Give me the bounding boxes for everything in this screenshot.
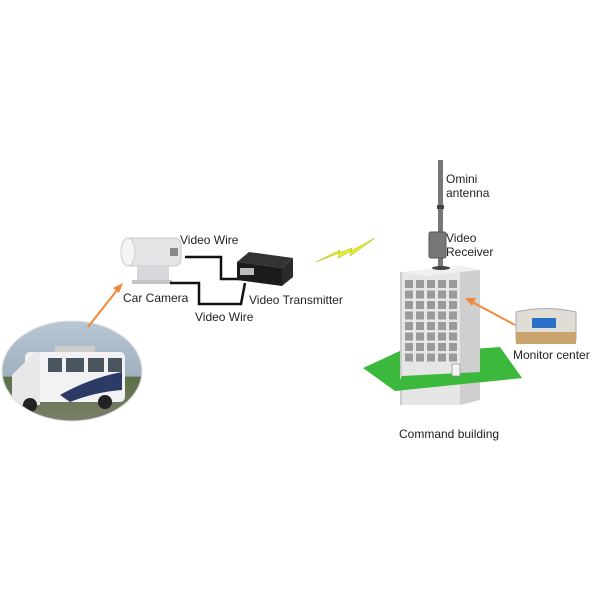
building-window xyxy=(449,343,457,351)
building-window xyxy=(416,311,424,320)
command-building-icon xyxy=(363,266,522,405)
building-window xyxy=(427,353,435,362)
building-window xyxy=(405,290,413,299)
building-window xyxy=(438,332,446,341)
label-command-building: Command building xyxy=(399,427,500,441)
building-window xyxy=(438,343,446,351)
building-window xyxy=(416,290,424,299)
building-window xyxy=(438,353,446,362)
label-omni-antenna-2: antenna xyxy=(446,186,490,200)
building-window xyxy=(427,290,435,299)
police-van-photo xyxy=(2,321,142,421)
monitor-center-icon xyxy=(515,308,577,344)
building-window xyxy=(449,332,457,341)
building-window xyxy=(449,280,457,288)
building-window xyxy=(405,332,413,341)
building-window xyxy=(416,280,424,288)
building-window xyxy=(427,301,435,309)
car-camera-icon xyxy=(120,237,182,284)
building-window xyxy=(427,280,435,288)
building-window xyxy=(427,322,435,330)
label-video-receiver-1: Video xyxy=(446,231,477,245)
building-window xyxy=(405,343,413,351)
label-car-camera: Car Camera xyxy=(123,291,189,305)
building-window xyxy=(405,322,413,330)
video-transmitter-icon xyxy=(237,252,293,286)
arrow-van-to-camera xyxy=(87,283,123,328)
building-window xyxy=(405,301,413,309)
building-window xyxy=(449,311,457,320)
building-window xyxy=(416,343,424,351)
building-window xyxy=(416,332,424,341)
omni-antenna-icon xyxy=(432,160,450,270)
building-window xyxy=(449,301,457,309)
building-window xyxy=(449,290,457,299)
label-video-wire-top: Video Wire xyxy=(180,233,239,247)
building-window xyxy=(449,322,457,330)
building-window xyxy=(438,290,446,299)
building-window xyxy=(427,332,435,341)
arrow-monitor-to-building xyxy=(465,298,516,326)
building-window xyxy=(427,311,435,320)
building-window xyxy=(405,311,413,320)
building-window xyxy=(438,301,446,309)
building-window xyxy=(438,311,446,320)
photo-frame xyxy=(1,320,143,422)
building-window xyxy=(438,322,446,330)
building-window xyxy=(416,322,424,330)
building-window xyxy=(427,343,435,351)
building-window xyxy=(405,353,413,362)
label-video-transmitter: Video Transmitter xyxy=(249,293,343,307)
video-receiver-icon xyxy=(428,231,447,259)
building-window xyxy=(416,301,424,309)
label-video-receiver-2: Receiver xyxy=(446,245,494,259)
building-window xyxy=(449,353,457,362)
building-window xyxy=(416,353,424,362)
label-omni-antenna-1: Omini xyxy=(446,172,478,186)
building-window xyxy=(405,280,413,288)
wireless-signal-icon xyxy=(315,237,376,263)
label-video-wire-bottom: Video Wire xyxy=(195,310,254,324)
building-window xyxy=(438,280,446,288)
video-wires xyxy=(170,255,247,306)
label-monitor-center: Monitor center xyxy=(513,348,590,362)
